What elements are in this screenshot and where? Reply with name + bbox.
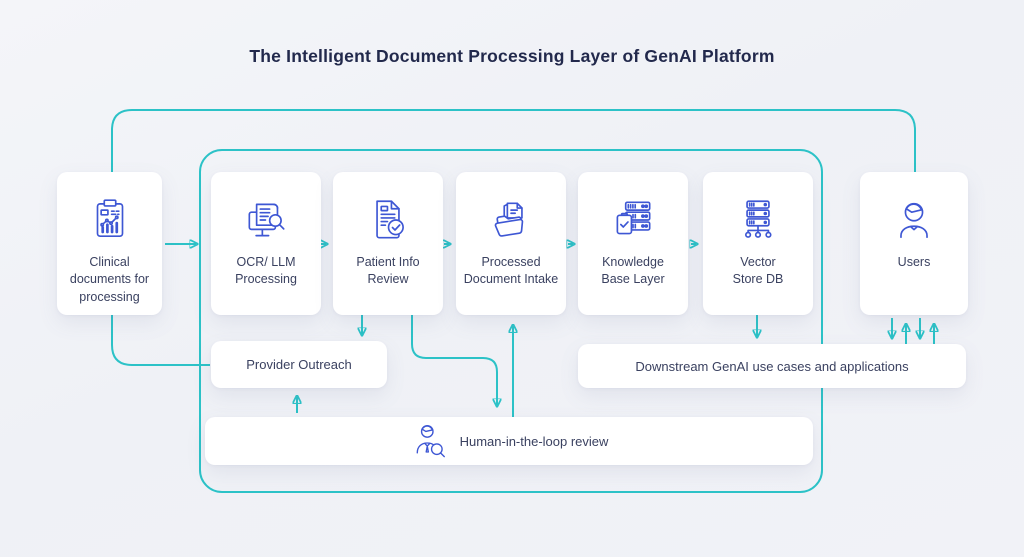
node-label: Processed Document Intake	[463, 255, 559, 287]
document-check-icon	[363, 195, 413, 245]
node-label: Users	[897, 255, 931, 269]
node-vector-store-db: Vector Store DB	[703, 172, 813, 315]
server-check-icon	[608, 195, 658, 245]
banner-provider-outreach: Provider Outreach	[211, 341, 387, 388]
arrow-patient-to-hitl	[411, 315, 497, 405]
banner-label: Human-in-the-loop review	[459, 433, 609, 449]
clipboard-chart-icon	[85, 195, 135, 245]
node-label: OCR/ LLM Processing	[235, 255, 297, 287]
ocr-scan-icon	[241, 195, 291, 245]
node-label: Vector Store DB	[732, 255, 784, 287]
node-label: Clinical documents for processing	[69, 255, 150, 304]
banner-human-in-the-loop: Human-in-the-loop review	[205, 417, 813, 465]
node-label: Knowledge Base Layer	[601, 255, 665, 287]
connector-inner-boundary	[199, 149, 823, 493]
node-processed-document-intake: Processed Document Intake	[456, 172, 566, 315]
banner-label: Downstream GenAI use cases and applicati…	[635, 358, 909, 374]
folder-documents-icon	[486, 195, 536, 245]
banner-downstream-genai: Downstream GenAI use cases and applicati…	[578, 344, 966, 388]
diagram-title: The Intelligent Document Processing Laye…	[249, 46, 775, 66]
reviewer-magnifier-icon	[410, 421, 450, 461]
node-ocr-llm-processing: OCR/ LLM Processing	[211, 172, 321, 315]
node-clinical-documents: Clinical documents for processing	[57, 172, 162, 315]
user-icon	[889, 195, 939, 245]
banner-label: Provider Outreach	[246, 357, 352, 372]
server-network-icon	[733, 195, 783, 245]
node-patient-info-review: Patient Info Review	[333, 172, 443, 315]
node-knowledge-base-layer: Knowledge Base Layer	[578, 172, 688, 315]
connector-users-feedback-loop	[111, 109, 916, 366]
node-label: Patient Info Review	[356, 255, 420, 287]
node-users: Users	[860, 172, 968, 315]
